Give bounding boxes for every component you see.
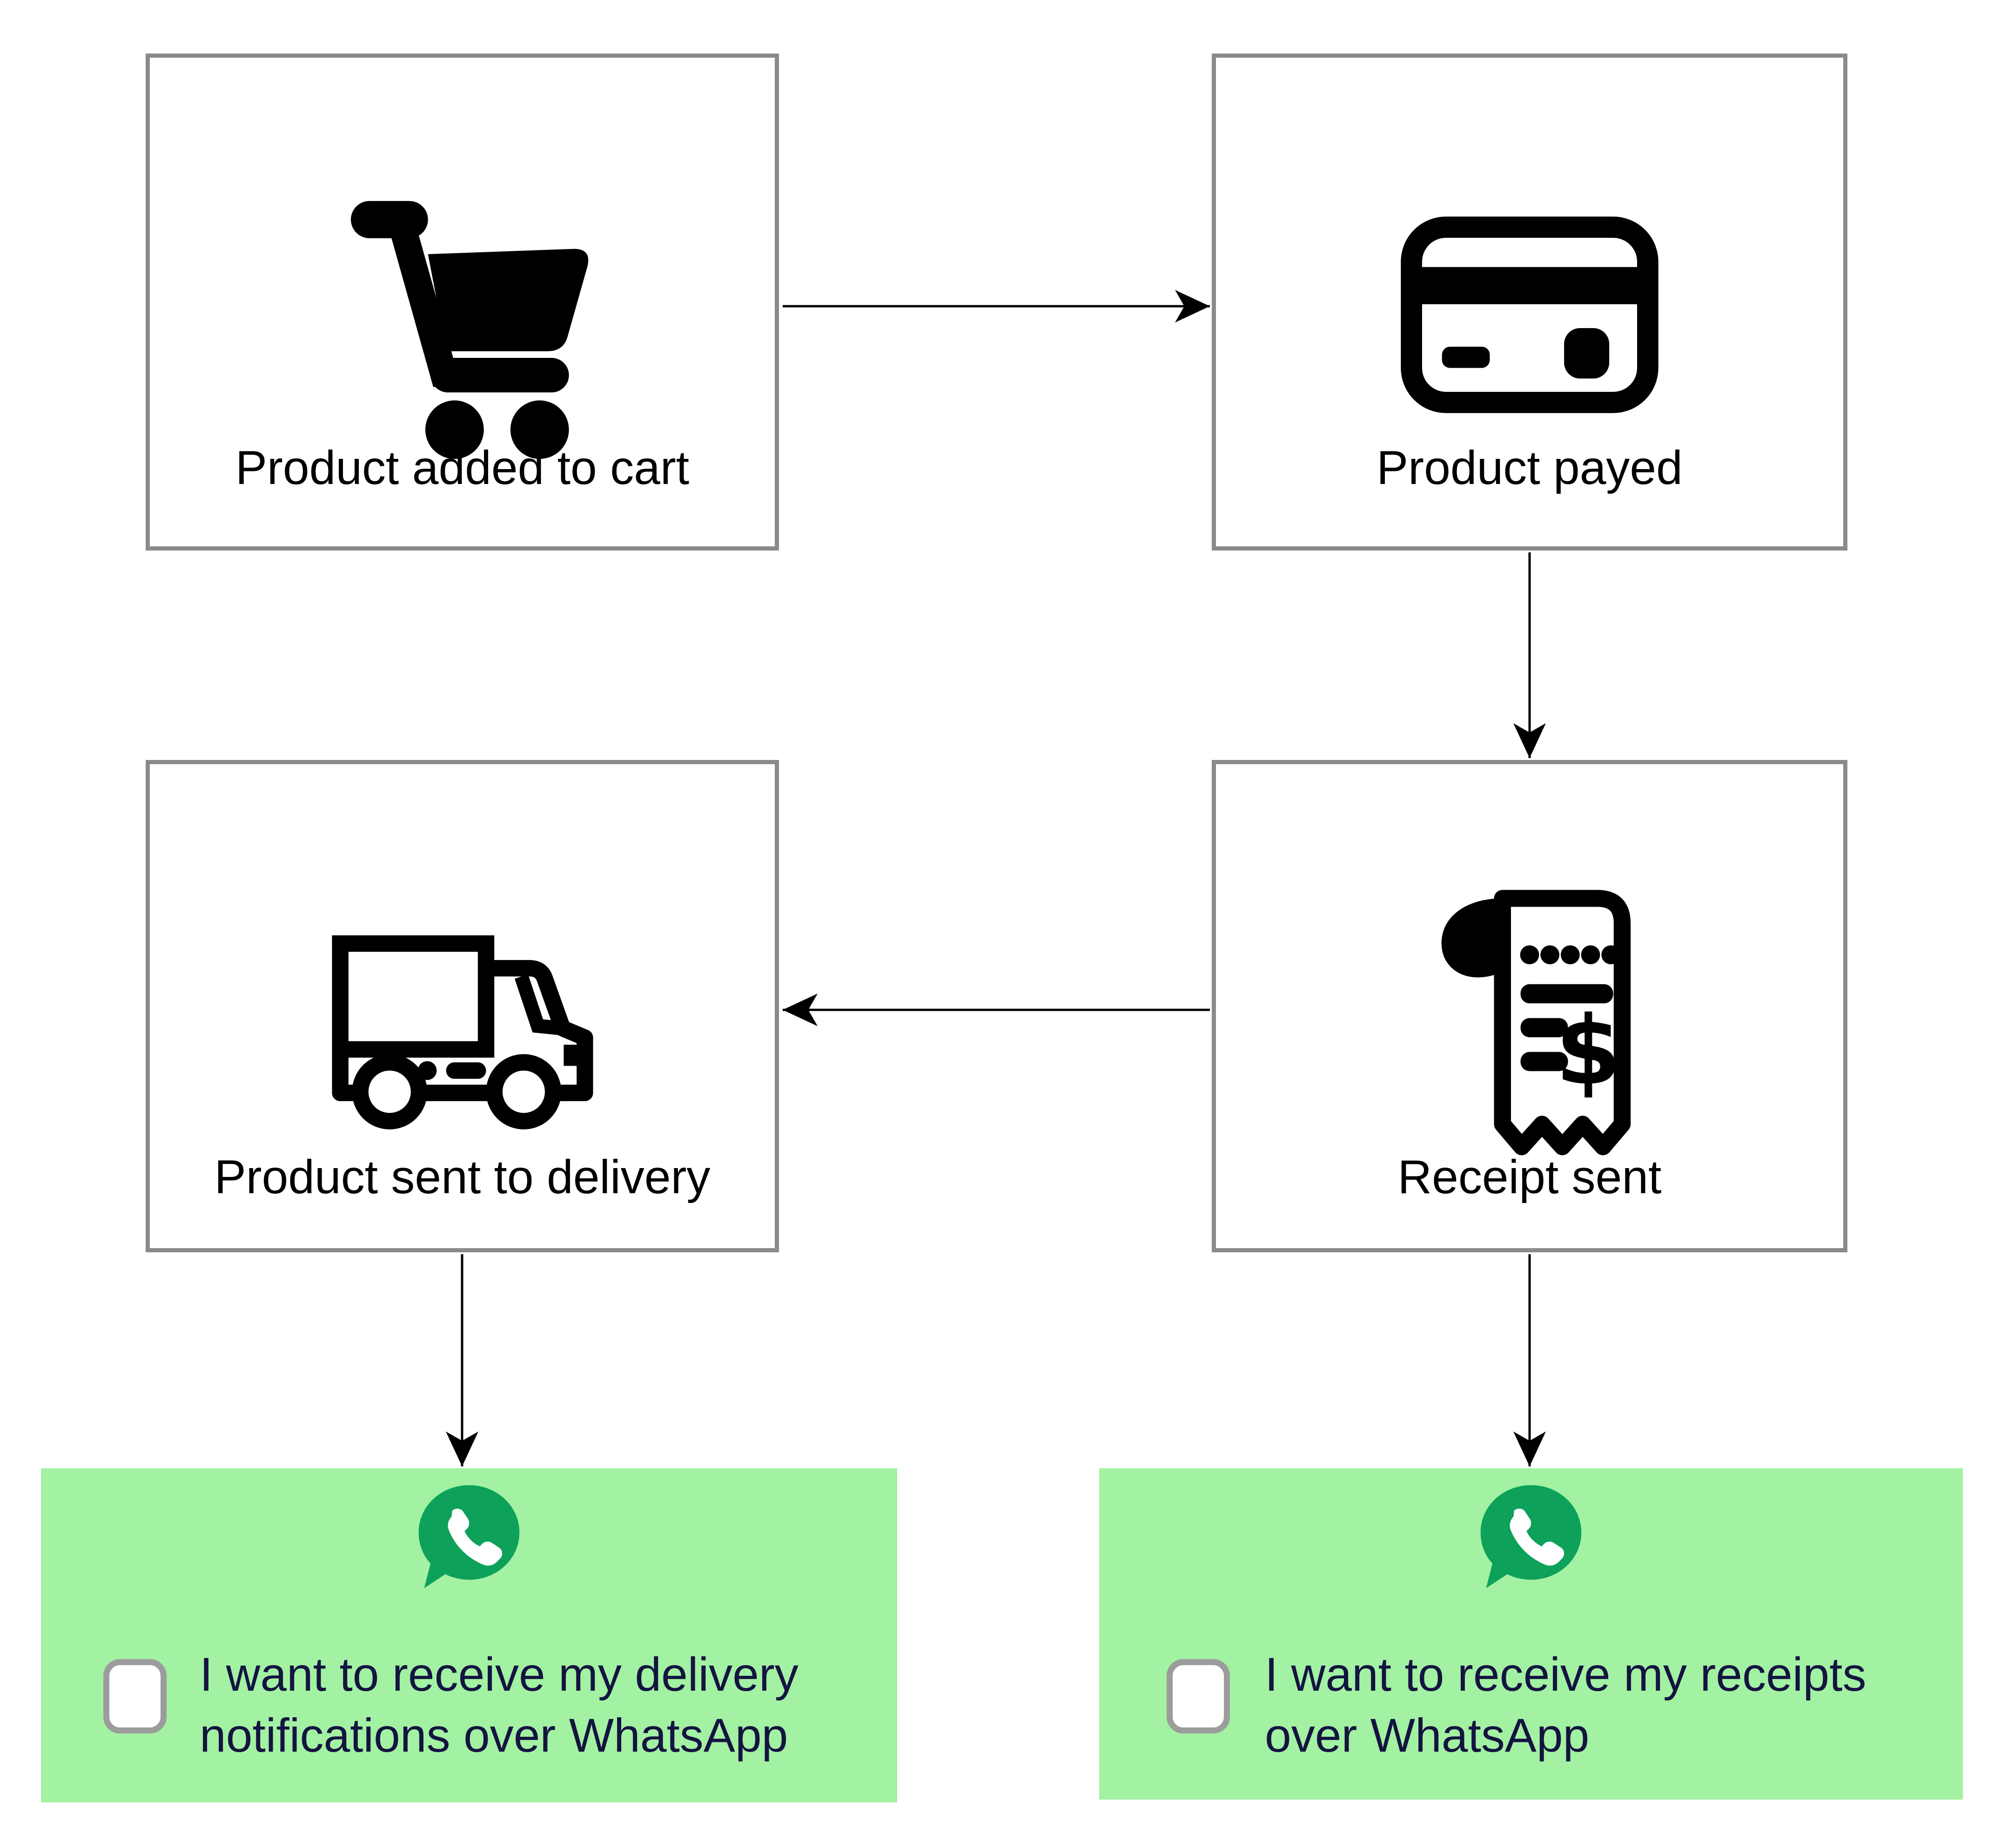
whatsapp-icon xyxy=(1480,1485,1582,1588)
optin-receipts: I want to receive my receipts over Whats… xyxy=(1099,1468,1963,1800)
receipt-icon: $ xyxy=(1441,890,1631,1156)
step-label: Product added to cart xyxy=(235,441,690,494)
whatsapp-icon xyxy=(418,1485,520,1588)
delivery-optin-label: I want to receive my delivery notificati… xyxy=(200,1648,799,1762)
step-product-sent-to-delivery: Product sent to delivery xyxy=(146,760,779,1252)
step-label: Product payed xyxy=(1376,441,1683,494)
svg-text:$: $ xyxy=(1555,996,1621,1106)
receipts-optin-label: I want to receive my receipts over Whats… xyxy=(1265,1648,1866,1762)
receipts-optin-checkbox[interactable] xyxy=(1167,1659,1230,1734)
step-product-added-to-cart: Product added to cart xyxy=(146,54,779,551)
step-label: Product sent to delivery xyxy=(214,1150,711,1203)
shopping-cart-icon xyxy=(350,201,588,459)
credit-card-icon xyxy=(1401,216,1658,413)
delivery-optin-checkbox[interactable] xyxy=(103,1659,167,1734)
delivery-truck-icon xyxy=(331,935,593,1129)
optin-delivery-notifications: I want to receive my delivery notificati… xyxy=(41,1468,897,1802)
step-product-payed: Product payed xyxy=(1212,54,1847,551)
step-label: Receipt sent xyxy=(1397,1150,1662,1203)
step-receipt-sent: $ Receipt sent xyxy=(1212,760,1847,1252)
